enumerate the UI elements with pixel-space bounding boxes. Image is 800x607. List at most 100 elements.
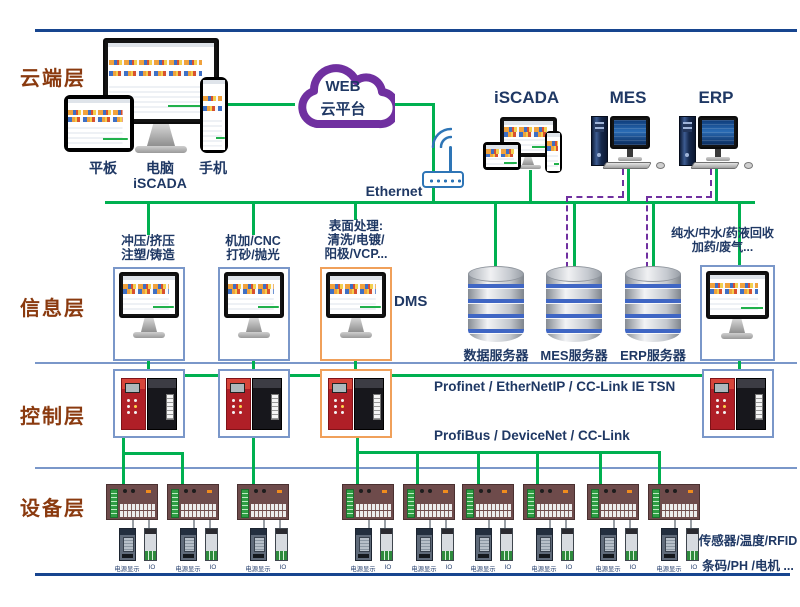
fieldbus-top-label: Profinet / EtherNetIP / CC-Link IE TSN xyxy=(434,379,676,394)
device-cable xyxy=(279,520,281,530)
network-line xyxy=(147,344,150,384)
power-unit-label: 电源显示 xyxy=(531,566,557,573)
device-cable xyxy=(488,520,490,530)
network-line xyxy=(738,202,741,266)
device-layer-label: 设备层 xyxy=(20,498,86,520)
network-line xyxy=(599,453,602,486)
network-line xyxy=(181,452,184,486)
io-unit-icon xyxy=(561,528,574,561)
device-cable xyxy=(445,520,447,530)
plc3-icon xyxy=(328,378,384,430)
remote-io-board-icon xyxy=(648,484,700,520)
io-unit-icon xyxy=(380,528,393,561)
io-unit-icon xyxy=(275,528,288,561)
data-server-icon xyxy=(468,266,524,342)
io-unit-icon xyxy=(500,528,513,561)
station1-label: 冲压/挤压 注塑/铸造 xyxy=(121,234,175,262)
network-line xyxy=(416,453,419,486)
device-group: 电源显示 IO xyxy=(237,484,289,574)
network-line xyxy=(354,344,357,384)
device-cable xyxy=(613,520,615,530)
device-cable xyxy=(565,520,567,530)
info-control-divider xyxy=(35,362,797,364)
data-server-label: 数据服务器 xyxy=(463,348,529,363)
profinet-bus xyxy=(147,374,740,377)
station4-label: 纯水/中水/药液回收 加药/废气... xyxy=(671,226,774,254)
power-unit-label: 电源显示 xyxy=(350,566,376,573)
remote-io-board-icon xyxy=(403,484,455,520)
device-cable xyxy=(148,520,150,530)
device-cable xyxy=(193,520,195,530)
device-group: 电源显示 IO xyxy=(403,484,455,574)
erp-server-icon xyxy=(625,266,681,342)
io-unit-icon xyxy=(441,528,454,561)
mes-server-label: MES服务器 xyxy=(540,348,608,363)
ethernet-label: Ethernet xyxy=(365,183,423,199)
router-icon xyxy=(422,171,464,188)
wifi-icon xyxy=(431,127,452,148)
power-unit-icon xyxy=(250,528,267,561)
top-border-line xyxy=(35,29,797,32)
io-unit-label: IO xyxy=(629,564,637,571)
station3-label: 表面处理: 清洗/电镀/ 阳极/VCP... xyxy=(324,219,388,261)
mes-erp-dashed-link xyxy=(646,196,712,198)
mes-label: MES xyxy=(609,88,647,107)
erp-server-label: ERP服务器 xyxy=(620,348,686,363)
io-unit-label: IO xyxy=(504,564,512,571)
dms-label: DMS xyxy=(394,293,428,310)
phone-screenshot xyxy=(203,80,225,150)
network-line xyxy=(652,204,655,267)
io-unit-label: IO xyxy=(209,564,217,571)
web-cloud-line1: WEB xyxy=(325,78,361,95)
network-line xyxy=(252,437,255,486)
network-line xyxy=(252,204,255,235)
power-unit-icon xyxy=(180,528,197,561)
device-cable xyxy=(629,520,631,530)
cloud-icon xyxy=(298,64,401,129)
tablet-label: 平板 xyxy=(89,160,117,176)
io-unit-label: IO xyxy=(690,564,698,571)
iscada-cluster-label: iSCADA xyxy=(494,88,560,107)
pc-label: 电脑 xyxy=(146,160,174,176)
power-unit-label: 电源显示 xyxy=(114,566,140,573)
device-cable xyxy=(674,520,676,530)
plc1-branch xyxy=(122,452,183,455)
ethernet-bus xyxy=(105,201,755,204)
device-group: 电源显示 IO xyxy=(587,484,639,574)
plc4-icon xyxy=(710,378,766,430)
remote-io-board-icon xyxy=(462,484,514,520)
pc-sublabel: iSCADA xyxy=(133,175,187,191)
device-cable xyxy=(132,520,134,530)
device-cable xyxy=(384,520,386,530)
power-unit-icon xyxy=(416,528,433,561)
cloud-layer-label: 云端层 xyxy=(20,68,86,90)
network-line xyxy=(147,204,150,235)
network-line xyxy=(658,453,661,486)
power-unit-label: 电源显示 xyxy=(411,566,437,573)
info-layer-label: 信息层 xyxy=(20,298,86,320)
device-cable xyxy=(263,520,265,530)
mes-erp-dashed-link xyxy=(646,196,648,268)
remote-io-board-icon xyxy=(237,484,289,520)
power-unit-icon xyxy=(536,528,553,561)
tablet-screenshot xyxy=(68,99,130,148)
device-cable xyxy=(690,520,692,530)
power-unit-icon xyxy=(355,528,372,561)
power-unit-label: 电源显示 xyxy=(470,566,496,573)
mes-erp-dashed-link xyxy=(710,169,712,197)
io-unit-label: IO xyxy=(565,564,573,571)
mes-erp-dashed-link xyxy=(566,196,568,268)
network-line xyxy=(494,204,497,267)
control-layer-label: 控制层 xyxy=(20,406,86,428)
web-cloud: WEB 云平台 xyxy=(291,50,401,140)
power-unit-icon xyxy=(475,528,492,561)
device-group: 电源显示 IO xyxy=(648,484,700,574)
mes-erp-dashed-link xyxy=(622,169,624,197)
io-unit-icon xyxy=(686,528,699,561)
field-note-line2: 条码/PH /电机 ... xyxy=(702,559,794,573)
power-unit-icon xyxy=(600,528,617,561)
cloud-tablet xyxy=(64,95,134,152)
remote-io-board-icon xyxy=(587,484,639,520)
device-group: 电源显示 IO xyxy=(167,484,219,574)
network-line xyxy=(529,170,532,203)
